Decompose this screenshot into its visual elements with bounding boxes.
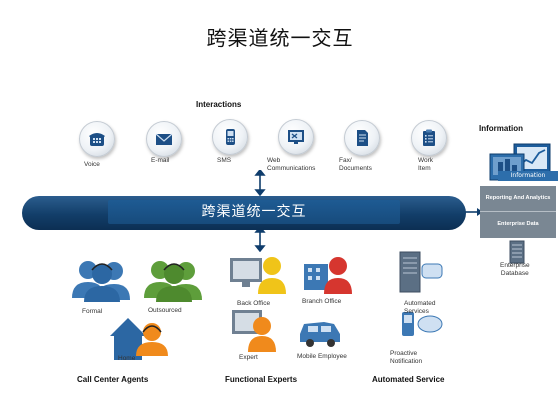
- back-office-label: Back Office: [237, 300, 271, 307]
- envelope-icon: [155, 133, 173, 145]
- home-label: Home: [118, 355, 136, 362]
- fax-documents-label: Fax/ Documents: [339, 157, 372, 172]
- reporting-analytics-row: Reporting And Analytics: [480, 186, 556, 212]
- sms-label: SMS: [217, 157, 232, 164]
- bar-label-box: [108, 200, 400, 224]
- automated-service-heading: Automated Service: [372, 375, 445, 384]
- information-overlay: Information: [498, 171, 558, 181]
- functional-experts-illustration: [230, 257, 352, 352]
- mobile-employee-label: Mobile Employee: [297, 353, 347, 360]
- web-communications-label: Web Communications: [267, 157, 316, 172]
- automated-service-illustration: [399, 251, 443, 336]
- fax-document-icon: [357, 130, 368, 146]
- automated-services-label: Automated Services: [404, 300, 436, 315]
- voice-label: Voice: [84, 161, 100, 168]
- call-center-agents-heading: Call Center Agents: [77, 375, 149, 384]
- mobile-phone-icon: [226, 129, 235, 145]
- email-label: E-mail: [151, 157, 170, 164]
- information-heading: Information: [479, 124, 523, 133]
- web-monitor-icon: [288, 130, 304, 144]
- formal-label: Formal: [82, 308, 103, 315]
- enterprise-data-row: Enterprise Data: [497, 221, 539, 227]
- email-channel[interactable]: [146, 121, 182, 157]
- outsourced-label: Outsourced: [148, 307, 182, 314]
- functional-experts-heading: Functional Experts: [225, 375, 298, 384]
- enterprise-database-label: Enterprise Database: [500, 262, 530, 277]
- phone-icon: [89, 133, 105, 146]
- web-communications-channel[interactable]: [278, 119, 314, 155]
- clipboard-icon: [423, 129, 435, 146]
- expert-label: Expert: [239, 354, 258, 361]
- branch-office-label: Branch Office: [302, 298, 342, 305]
- work-item-channel[interactable]: [411, 120, 447, 156]
- fax-documents-channel[interactable]: [344, 120, 380, 156]
- bar-label: 跨渠道统一交互: [201, 204, 307, 220]
- work-item-label: Work Item: [418, 157, 434, 172]
- voice-channel[interactable]: [79, 121, 115, 157]
- call-center-agents-illustration: [72, 261, 202, 360]
- database-icon: [509, 240, 525, 264]
- sms-channel[interactable]: [212, 119, 248, 155]
- proactive-notification-label: Proactive Notification: [390, 350, 423, 365]
- page-title: 跨渠道统一交互: [206, 26, 354, 50]
- information-panel: Reporting And Analytics Enterprise Data: [480, 186, 556, 238]
- interactions-heading: Interactions: [196, 100, 242, 109]
